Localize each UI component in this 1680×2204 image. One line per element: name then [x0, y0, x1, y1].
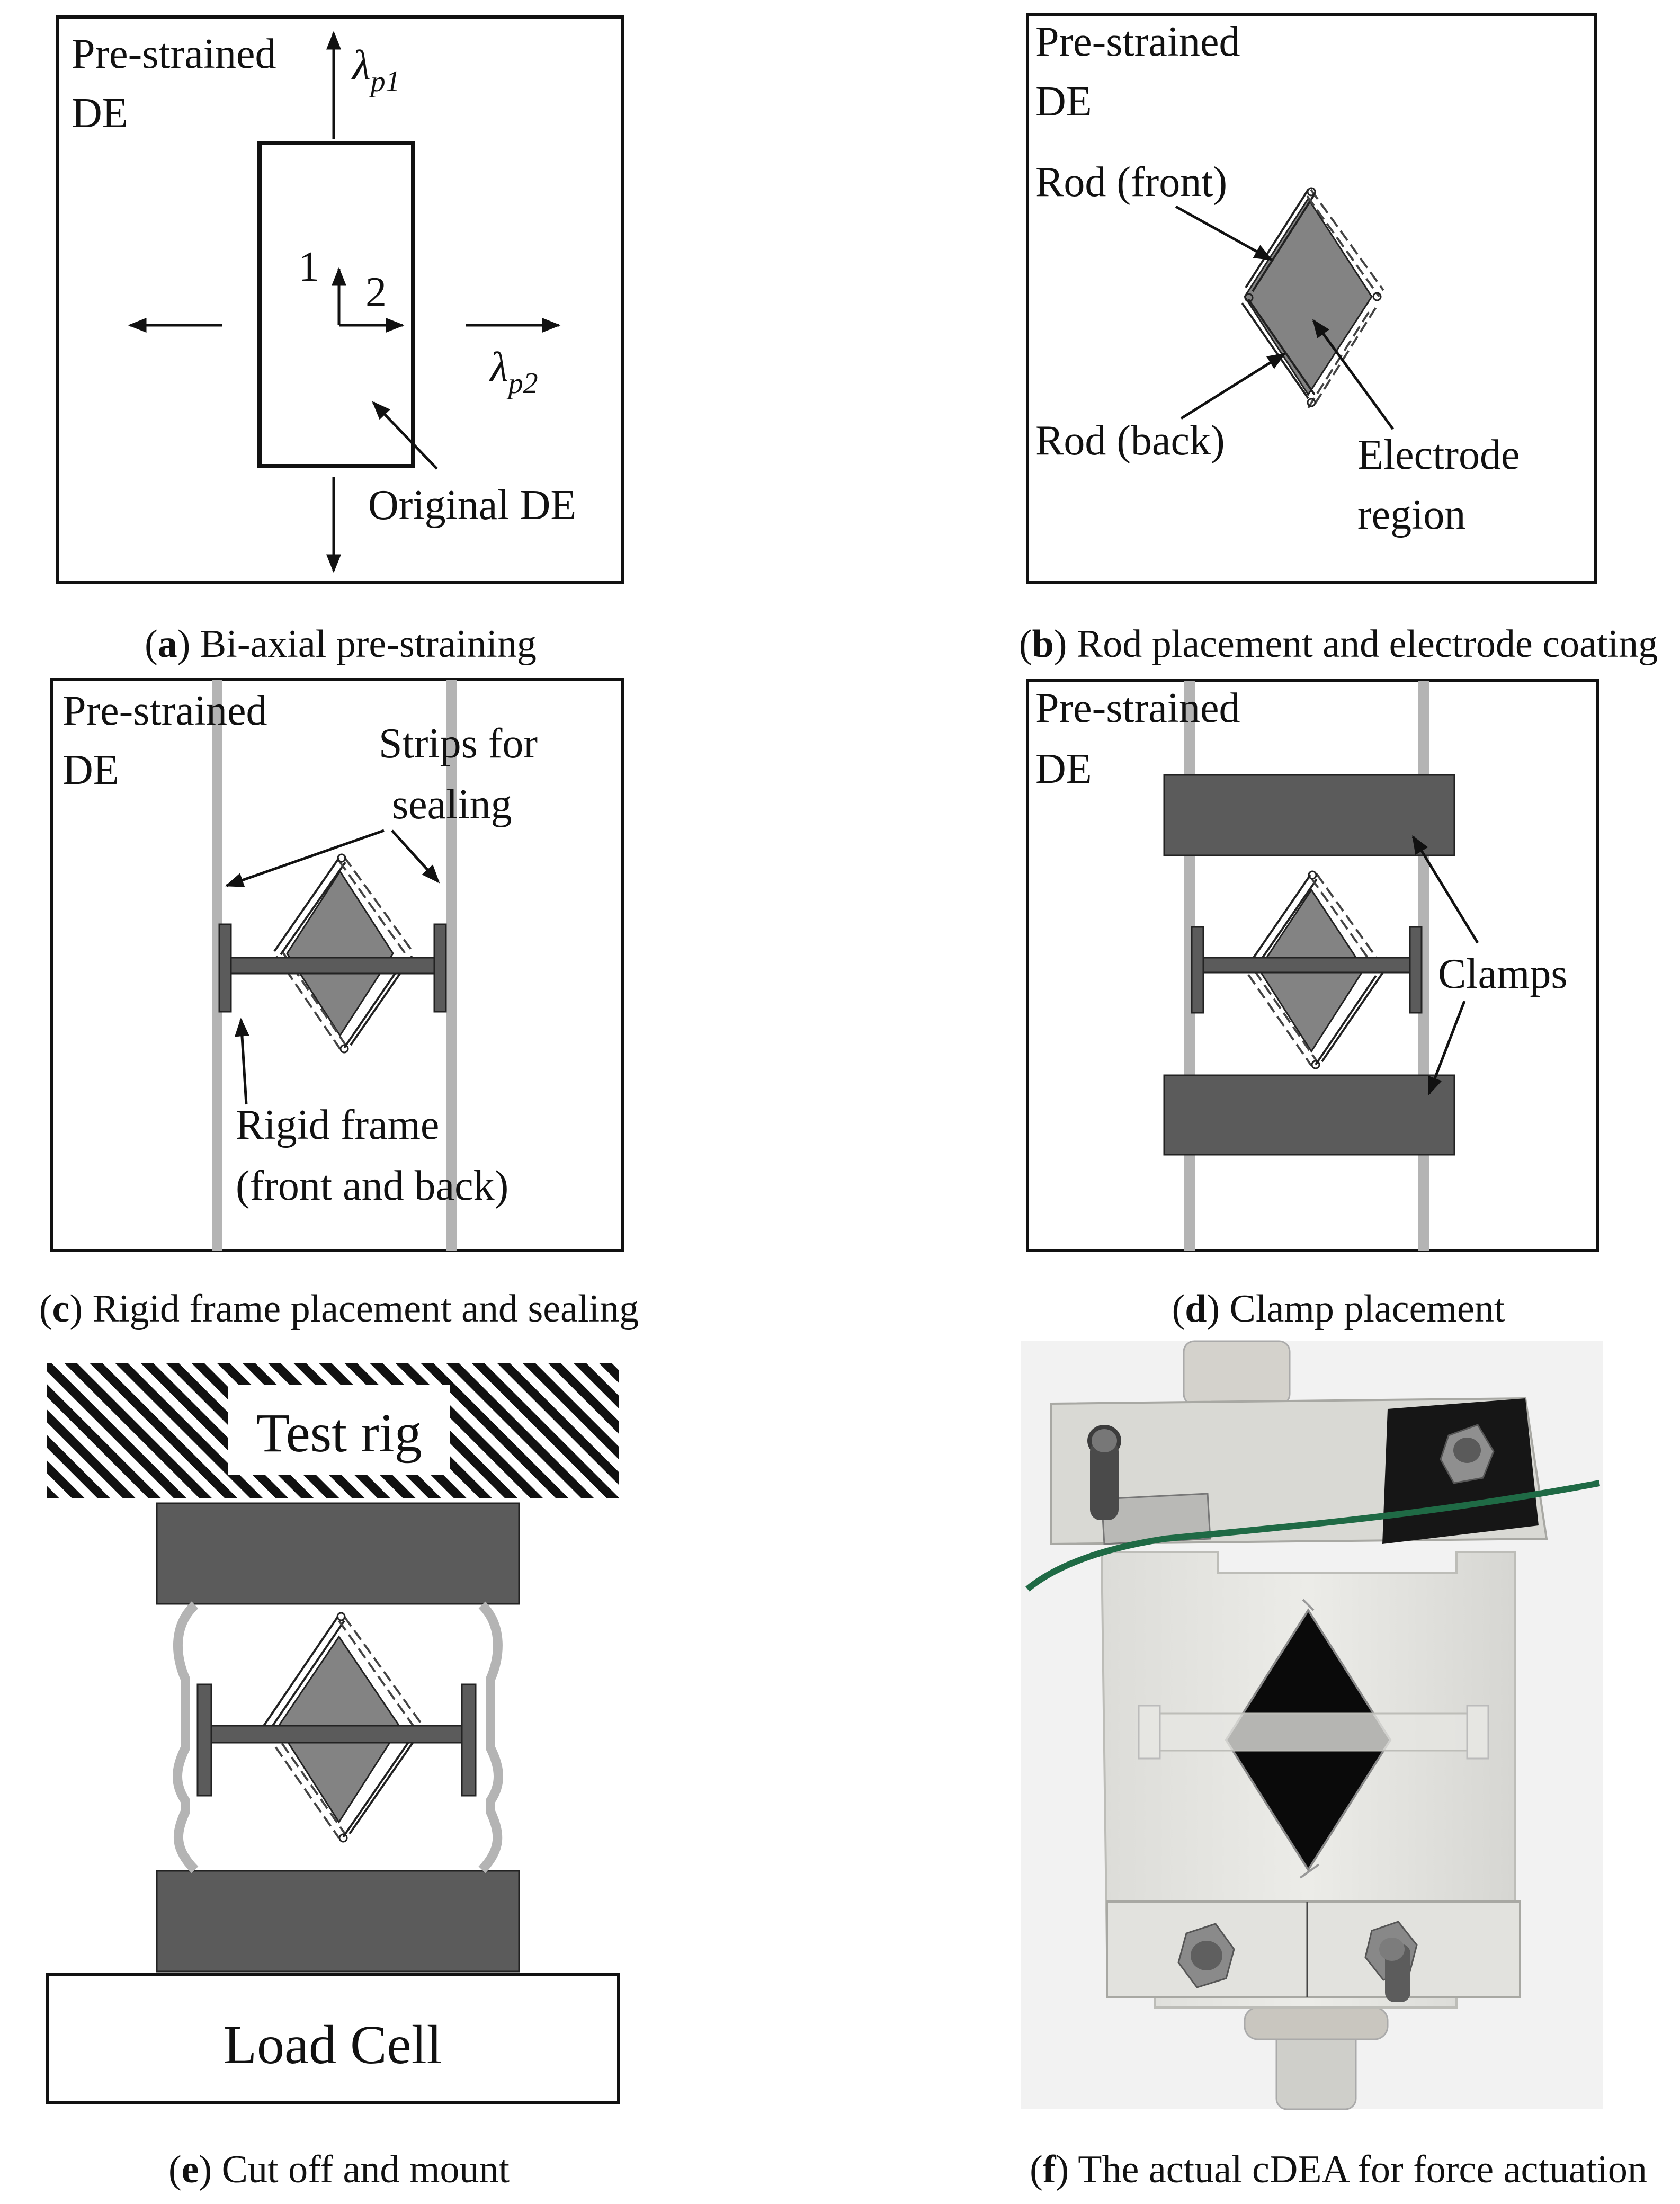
electrode-region-label-line1: Electrode — [1357, 432, 1520, 478]
bolt-bottom-right — [1364, 1921, 1418, 2002]
pre-strained-label-line1: Pre-strained — [72, 31, 276, 77]
load-cell-label: Load Cell — [223, 2014, 442, 2075]
rod-front-pointer — [1175, 205, 1273, 261]
axis-2-label: 2 — [365, 269, 387, 316]
frame-bar — [1154, 1712, 1473, 1752]
electrode-region-shape — [1244, 197, 1373, 396]
rod-front-label: Rod (front) — [1035, 159, 1227, 206]
caption-b: (b) Rod placement and electrode coating — [1019, 622, 1658, 666]
lambda-p2-label: λp2 — [489, 344, 538, 400]
clamp-top — [156, 1502, 520, 1605]
pre-strained-label-line1: Pre-strained — [1035, 19, 1240, 65]
diamond-actuator — [273, 853, 413, 1054]
caption-c: (c) Rigid frame placement and sealing — [39, 1287, 639, 1331]
electrode-region-label-line2: region — [1357, 492, 1465, 538]
bolt-bottom-left — [1177, 1923, 1235, 1988]
top-tube — [1183, 1340, 1291, 1406]
panel-a-frame — [56, 15, 624, 584]
sealing-strip-right — [446, 680, 457, 1251]
test-rig-label: Test rig — [256, 1403, 422, 1464]
rigid-frame-label-line1: Rigid frame — [236, 1102, 439, 1148]
panel-e: Test rig Load Cell (e) Cut off and mount — [46, 1363, 620, 2191]
clamp-bottom — [156, 1870, 520, 1973]
rigid-frame — [218, 923, 447, 1013]
panel-f-photo — [1021, 1340, 1603, 2110]
panel-d-frame — [1026, 679, 1599, 1252]
bolt-top-left — [1087, 1425, 1121, 1520]
clamp-bottom-pointer — [1427, 1001, 1466, 1096]
sealing-strip-right — [478, 1601, 503, 1873]
electrode-region-pointer — [1312, 319, 1395, 430]
pre-strained-label-line2: DE — [72, 90, 128, 137]
rigid-frame-pointer — [234, 1018, 249, 1105]
lambda-p1-label: λp1 — [351, 42, 400, 98]
sealing-strip-left — [212, 680, 222, 1251]
rigid-frame — [1191, 926, 1423, 1014]
original-de-label: Original DE — [368, 482, 576, 529]
panel-b-frame — [1026, 13, 1597, 584]
strips-sealing-label-line2: sealing — [392, 781, 512, 828]
strip-right-pointer — [391, 829, 440, 884]
caption-d: (d) Clamp placement — [1172, 1287, 1505, 1331]
clamp-bottom — [1163, 1074, 1455, 1156]
panel-c-frame — [50, 678, 624, 1252]
original-de-pointer — [372, 401, 438, 470]
lower-clamp-block — [1106, 1900, 1521, 1998]
foil-strip — [1101, 1493, 1211, 1545]
test-rig-label-bg — [228, 1385, 450, 1475]
clamp-top — [1163, 774, 1455, 856]
axis-1-label: 1 — [298, 244, 319, 290]
rod-back-label: Rod (back) — [1035, 417, 1225, 464]
panel-b: Pre-strained DE Rod (front) Rod (back) E… — [1019, 13, 1658, 666]
caption-e: (e) Cut off and mount — [168, 2148, 510, 2191]
panel-d: Pre-strained DE Clamps (d) Clamp placeme… — [1026, 679, 1599, 1331]
pre-strained-label-line2: DE — [1035, 746, 1092, 792]
load-cell-box — [46, 1973, 620, 2104]
bottom-collar — [1244, 2006, 1389, 2040]
diamond-actuator — [1241, 187, 1384, 409]
pre-strained-label-line1: Pre-strained — [62, 688, 267, 734]
pre-strained-label-line2: DE — [62, 747, 119, 793]
panel-a: Pre-strained DE λp1 λp2 1 2 Original DE … — [56, 15, 624, 666]
green-wire — [1025, 1480, 1601, 1592]
panel-c: Pre-strained DE Strips for sealing Rigid… — [39, 678, 639, 1331]
pre-strained-label-line1: Pre-strained — [1035, 685, 1240, 731]
strip-left-pointer — [225, 829, 385, 887]
caption-a: (a) Bi-axial pre-straining — [145, 622, 537, 666]
rod-back-pointer — [1180, 352, 1286, 420]
clamps-label: Clamps — [1438, 951, 1567, 997]
rigid-frame-label-line2: (front and back) — [236, 1163, 508, 1209]
rigid-frame — [196, 1683, 477, 1797]
original-de-rectangle — [257, 141, 415, 468]
sealing-strip-left — [173, 1601, 199, 1873]
clamp-top-pointer — [1411, 835, 1479, 944]
bolt-top-right — [1440, 1424, 1495, 1484]
strips-sealing-label-line1: Strips for — [379, 720, 538, 767]
caption-f: (f) The actual cDEA for force actuation — [1030, 2148, 1647, 2191]
pre-strained-label-line2: DE — [1035, 78, 1092, 125]
